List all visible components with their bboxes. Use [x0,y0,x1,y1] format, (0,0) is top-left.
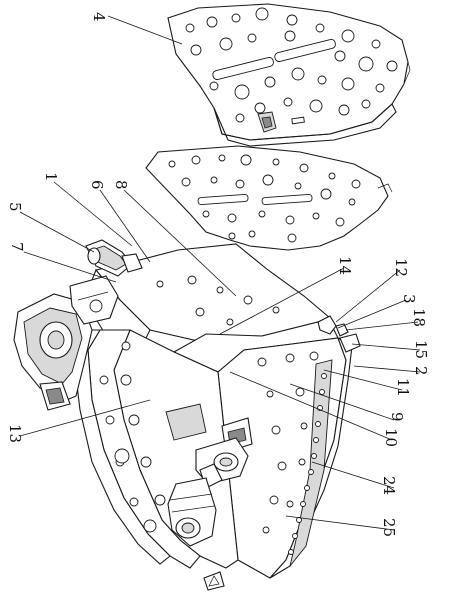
callout-24: 24 [380,476,398,495]
callout-8: 8 [112,180,130,190]
callout-7: 7 [8,242,26,252]
top-plate [167,3,411,147]
callout-4: 4 [90,12,108,22]
callout-labels: 4 1 6 8 5 7 14 12 3 18 15 2 11 9 10 13 2… [6,12,430,537]
callout-11: 11 [394,378,412,397]
terminal-strip [288,359,333,567]
callout-12: 12 [392,258,410,277]
callout-18: 18 [410,308,428,327]
solenoid-assembly [167,437,249,547]
corner-fittings [317,315,361,353]
warning-label [203,571,225,591]
callout-1: 1 [42,172,60,182]
left-valve [13,275,119,411]
connector-5 [85,239,143,277]
gasket-plate [145,145,393,251]
callout-14: 14 [336,256,354,275]
callout-6: 6 [88,180,106,190]
callout-15: 15 [412,340,430,359]
callout-5: 5 [6,202,24,212]
callout-2: 2 [412,366,430,376]
top-plate-holes [185,7,398,123]
gasket-holes [168,154,361,243]
callout-9: 9 [388,412,406,422]
callout-10: 10 [382,428,400,447]
side-holes [99,341,166,533]
leader-lines [19,15,421,531]
callout-3: 3 [400,294,418,304]
callout-13: 13 [6,424,24,443]
callout-25: 25 [380,518,398,537]
